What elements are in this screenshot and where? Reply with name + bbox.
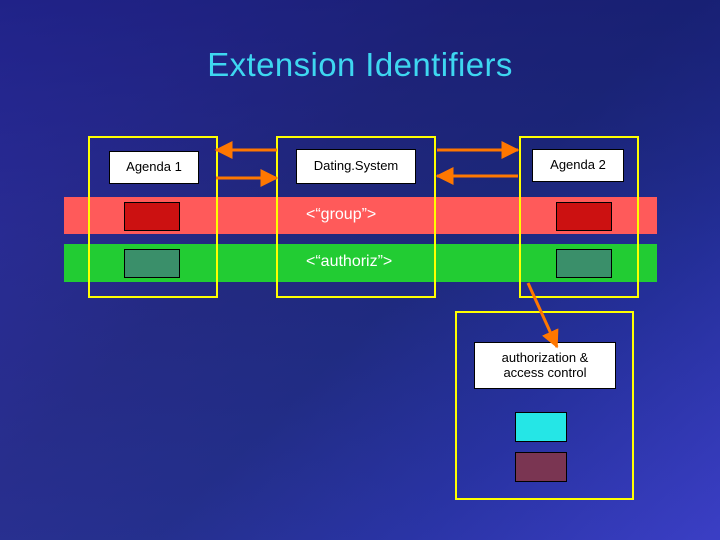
authorization-maroon-swatch bbox=[515, 452, 567, 482]
authorization-label: authorization & access control bbox=[474, 342, 616, 389]
dating-system-label: Dating.System bbox=[296, 149, 416, 184]
dating-system-frame bbox=[276, 136, 436, 298]
agenda-1-label: Agenda 1 bbox=[109, 151, 199, 184]
agenda-1-frame bbox=[88, 136, 218, 298]
group-tag-text: <“group”> bbox=[306, 206, 377, 223]
authorization-label-line2: access control bbox=[503, 364, 587, 380]
agenda-2-frame bbox=[519, 136, 639, 298]
authoriz-tag-text: <“authoriz”> bbox=[306, 253, 393, 270]
agenda2-group-swatch bbox=[556, 202, 612, 231]
agenda-2-label: Agenda 2 bbox=[532, 149, 624, 182]
agenda1-authoriz-swatch bbox=[124, 249, 180, 278]
authorization-cyan-swatch bbox=[515, 412, 567, 442]
authorization-label-line1: authorization & bbox=[501, 349, 589, 365]
agenda2-authoriz-swatch bbox=[556, 249, 612, 278]
agenda1-group-swatch bbox=[124, 202, 180, 231]
page-title: Extension Identifiers bbox=[207, 46, 513, 83]
